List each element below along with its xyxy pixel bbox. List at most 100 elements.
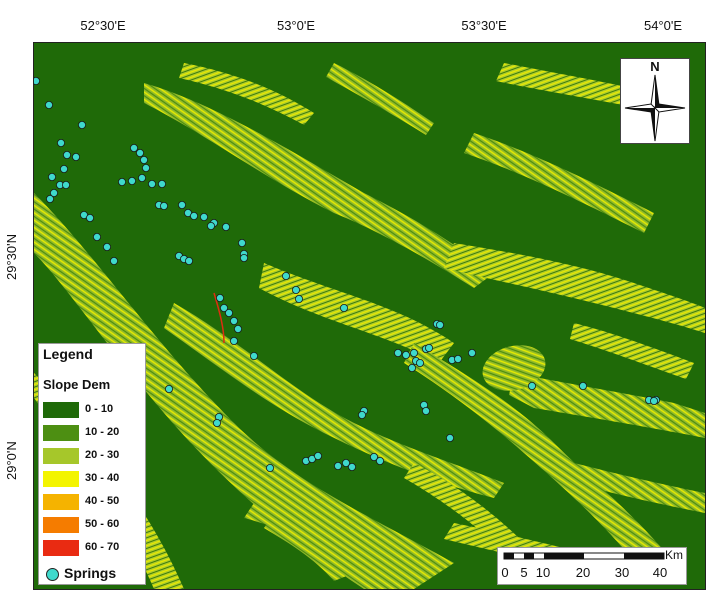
spring-point xyxy=(445,433,454,442)
spring-point xyxy=(221,222,230,231)
map-legend: Legend Slope Dem 0 - 10 10 - 20 20 - 30 30 … xyxy=(38,343,146,585)
spring-point xyxy=(650,396,659,405)
scale-label-40: 40 xyxy=(652,565,668,580)
spring-point xyxy=(339,303,348,312)
spring-point xyxy=(142,164,151,173)
spring-point xyxy=(215,293,224,302)
spring-point xyxy=(177,200,186,209)
legend-class-row: 30 - 40 xyxy=(43,471,143,488)
spring-point xyxy=(62,151,71,160)
spring-point xyxy=(140,156,149,165)
spring-point xyxy=(128,176,137,185)
legend-class-label: 10 - 20 xyxy=(85,426,120,438)
spring-point xyxy=(189,211,198,220)
spring-point xyxy=(281,271,290,280)
legend-swatch xyxy=(43,448,79,464)
spring-point xyxy=(34,77,40,85)
spring-point xyxy=(56,139,65,148)
scale-label-30: 30 xyxy=(614,565,630,580)
legend-class-row: 50 - 60 xyxy=(43,517,143,534)
spring-point xyxy=(130,144,139,153)
spring-point xyxy=(224,308,233,317)
spring-point xyxy=(333,461,342,470)
spring-point xyxy=(72,153,81,162)
spring-point xyxy=(47,172,56,181)
compass-rose-icon xyxy=(624,74,686,142)
spring-point xyxy=(294,294,303,303)
longitude-label-53-0: 53°0'E xyxy=(276,18,316,33)
spring-point xyxy=(393,348,402,357)
spring-point xyxy=(136,149,145,158)
scale-label-10: 10 xyxy=(535,565,551,580)
spring-point xyxy=(138,173,147,182)
legend-class-row: 10 - 20 xyxy=(43,425,143,442)
legend-swatch xyxy=(43,517,79,533)
legend-class-label: 0 - 10 xyxy=(85,403,114,415)
spring-point xyxy=(206,221,215,230)
spring-point xyxy=(579,381,588,390)
spring-symbol-icon xyxy=(46,568,59,581)
legend-class-row: 0 - 10 xyxy=(43,402,143,419)
spring-point xyxy=(453,354,462,363)
scale-bar: Km 0 5 10 20 30 40 xyxy=(497,547,687,585)
spring-point xyxy=(44,101,53,110)
scale-label-20: 20 xyxy=(575,565,591,580)
spring-point xyxy=(49,188,58,197)
legend-class-label: 50 - 60 xyxy=(85,518,120,530)
spring-point xyxy=(239,253,248,262)
spring-point xyxy=(347,462,356,471)
legend-class-label: 20 - 30 xyxy=(85,449,120,461)
legend-class-label: 30 - 40 xyxy=(85,472,120,484)
longitude-label-54-0: 54°0'E xyxy=(643,18,683,33)
spring-point xyxy=(467,348,476,357)
spring-point xyxy=(415,358,424,367)
spring-point xyxy=(78,121,87,130)
latitude-label-29-30: 29°30'N xyxy=(4,234,19,280)
spring-point xyxy=(527,381,536,390)
spring-point xyxy=(59,165,68,174)
longitude-label-52-30: 52°30'E xyxy=(80,18,126,33)
legend-subtitle: Slope Dem xyxy=(43,377,111,392)
spring-point xyxy=(401,350,410,359)
spring-point xyxy=(45,194,54,203)
latitude-label-29-0: 29°0'N xyxy=(4,441,19,480)
spring-point xyxy=(424,343,433,352)
scale-label-0: 0 xyxy=(501,565,509,580)
spring-point xyxy=(341,458,350,467)
spring-point xyxy=(409,348,418,357)
spring-point xyxy=(407,363,416,372)
spring-point xyxy=(184,256,193,265)
legend-title: Legend xyxy=(43,346,93,362)
spring-point xyxy=(229,336,238,345)
spring-point xyxy=(103,242,112,251)
legend-class-row: 60 - 70 xyxy=(43,540,143,557)
spring-point xyxy=(313,451,322,460)
spring-point xyxy=(249,351,258,360)
spring-point xyxy=(237,238,246,247)
spring-point xyxy=(199,212,208,221)
spring-point xyxy=(229,316,238,325)
spring-point xyxy=(265,463,274,472)
legend-swatch xyxy=(43,471,79,487)
spring-point xyxy=(160,201,169,210)
spring-point xyxy=(110,256,119,265)
legend-swatch xyxy=(43,540,79,556)
spring-point xyxy=(375,456,384,465)
legend-class-row: 40 - 50 xyxy=(43,494,143,511)
scale-unit-label: Km xyxy=(665,548,683,562)
legend-class-row: 20 - 30 xyxy=(43,448,143,465)
springs-layer xyxy=(34,77,661,472)
legend-swatch xyxy=(43,402,79,418)
spring-point xyxy=(212,418,221,427)
north-arrow: N xyxy=(620,58,690,144)
spring-point xyxy=(435,320,444,329)
spring-point xyxy=(233,324,242,333)
legend-swatch xyxy=(43,425,79,441)
spring-point xyxy=(291,285,300,294)
legend-swatch xyxy=(43,494,79,510)
spring-point xyxy=(86,213,95,222)
spring-point xyxy=(61,180,70,189)
north-label: N xyxy=(650,59,660,74)
legend-springs-label: Springs xyxy=(64,565,117,581)
